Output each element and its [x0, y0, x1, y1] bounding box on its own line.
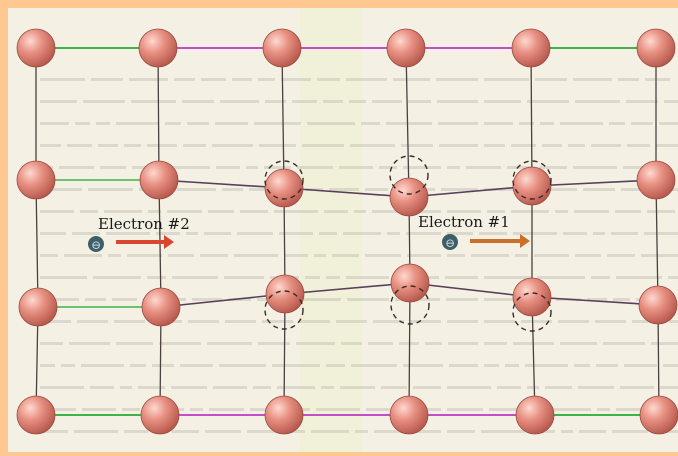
atom-circle	[512, 277, 552, 317]
electron-2-group: Electron #2 ⊖	[88, 215, 190, 252]
bond-line	[531, 179, 657, 187]
page-highlight-band	[300, 8, 362, 452]
atom-circle	[16, 28, 56, 68]
electron-2-symbol: ⊖	[91, 238, 101, 252]
equilibrium-position-outline	[512, 160, 552, 200]
atom-circle	[636, 28, 676, 68]
atom-circle	[265, 274, 305, 314]
bond-line	[655, 179, 659, 306]
equilibrium-position-outline	[390, 285, 430, 325]
bond-line	[530, 47, 533, 187]
equilibrium-position-outline	[264, 160, 304, 200]
electron-1-label: Electron #1	[418, 213, 510, 231]
bond-line	[35, 179, 39, 308]
bond-line	[283, 187, 410, 198]
electron-2-label: Electron #2	[98, 215, 190, 233]
atom-circle	[390, 263, 430, 303]
bond-line	[284, 282, 411, 295]
bond-line	[408, 185, 533, 198]
displaced-atom-outlines	[264, 155, 552, 332]
bond-line	[405, 47, 410, 198]
background-text-noise	[40, 78, 678, 433]
atom-circle	[389, 395, 429, 435]
atom-circle	[264, 168, 304, 208]
atom-circle	[264, 395, 304, 435]
atom-circle	[386, 28, 426, 68]
bond-line	[158, 179, 285, 189]
equilibrium-position-outline	[512, 292, 552, 332]
atom-circle	[138, 28, 178, 68]
bond-line	[531, 296, 536, 416]
atom-circle	[140, 395, 180, 435]
electron-2-arrow-icon	[116, 235, 174, 249]
electron-1-group: Electron #1 ⊖	[418, 213, 530, 250]
equilibrium-position-outline	[389, 155, 429, 195]
bond-line	[409, 282, 533, 298]
equilibrium-position-outline	[264, 290, 304, 330]
bond-line	[531, 296, 659, 306]
atom-circle	[389, 177, 429, 217]
atom-circle	[141, 287, 181, 327]
atom-circle	[512, 166, 552, 206]
bond-line	[283, 293, 286, 416]
atom-circle	[511, 28, 551, 68]
bond-line	[281, 47, 285, 189]
atom-circle	[139, 160, 179, 200]
electron-1-dot-icon	[442, 234, 458, 250]
atom-circle	[515, 395, 555, 435]
atom-circle	[18, 287, 58, 327]
atom-circle	[639, 395, 678, 435]
electron-1-symbol: ⊖	[445, 236, 455, 250]
bond-line	[160, 293, 286, 308]
atom-circle	[16, 395, 56, 435]
electron-1-arrow-icon	[470, 234, 530, 248]
atom-circle	[262, 28, 302, 68]
lattice-atoms	[16, 28, 678, 435]
bond-line	[157, 47, 160, 181]
atom-circle	[16, 160, 56, 200]
bond-line	[408, 282, 411, 416]
atom-circle	[638, 285, 678, 325]
atom-circle	[636, 160, 676, 200]
electron-2-dot-icon	[88, 236, 104, 252]
